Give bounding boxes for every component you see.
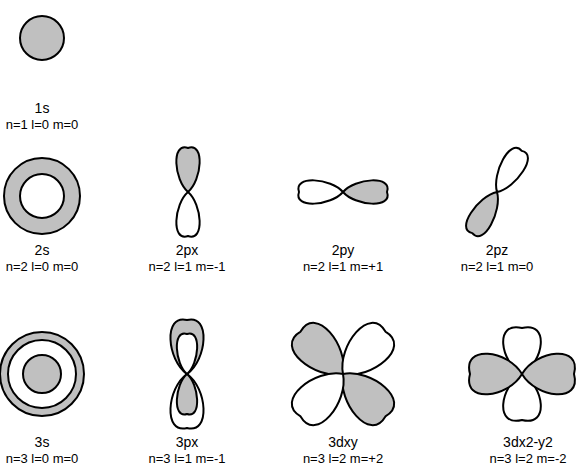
orbital-name: 2pz [486, 243, 509, 257]
orbital-name: 3dxy [328, 435, 358, 449]
orbital-3px [170, 319, 203, 428]
quantum-numbers: n=2 l=1 m=-1 [149, 260, 226, 273]
quantum-numbers: n=3 l=2 m=+2 [303, 452, 383, 465]
orbital-1s [20, 16, 64, 60]
orbital-name: 2py [332, 243, 355, 257]
orbital-3dxy [286, 317, 401, 432]
orbital-3s [0, 332, 84, 416]
quantum-numbers: n=2 l=1 m=+1 [303, 260, 383, 273]
orbital-2px [176, 147, 199, 236]
quantum-numbers: n=2 l=1 m=0 [461, 260, 534, 273]
orbital-name: 2px [176, 243, 199, 257]
quantum-numbers: n=2 l=0 m=0 [6, 260, 79, 273]
orbital-3dx2-y2 [469, 327, 575, 421]
quantum-numbers: n=3 l=0 m=0 [6, 452, 79, 465]
orbital-2py [298, 180, 387, 203]
orbital-2s [4, 158, 80, 234]
quantum-numbers: n=1 l=0 m=0 [6, 118, 79, 131]
orbital-name: 3px [176, 435, 199, 449]
quantum-numbers: n=3 l=2 m=-2 [490, 452, 567, 465]
orbital-name: 1s [35, 101, 50, 115]
quantum-numbers: n=3 l=1 m=-1 [149, 452, 226, 465]
orbital-name: 3dx2-y2 [503, 435, 553, 449]
orbital-name: 3s [35, 435, 50, 449]
orbital-2pz [462, 144, 532, 239]
orbital-name: 2s [35, 243, 50, 257]
